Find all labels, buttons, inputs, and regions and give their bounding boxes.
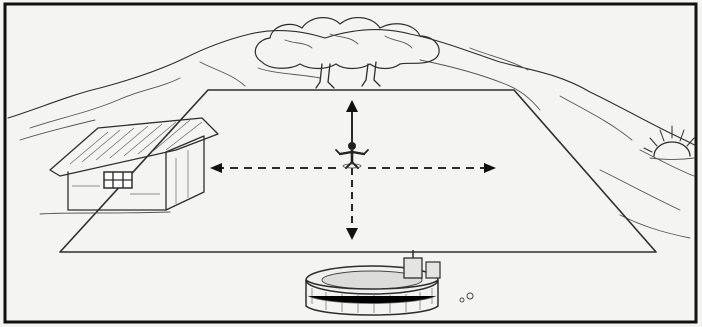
well-bucket [404, 258, 422, 278]
